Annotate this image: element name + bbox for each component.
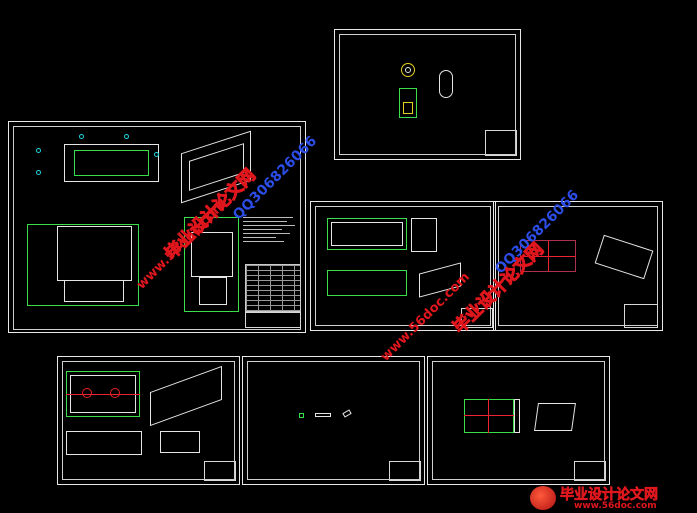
title-block [485, 130, 517, 156]
dimension-marker [124, 134, 129, 139]
dimension-marker [36, 148, 41, 153]
dimension-marker [79, 134, 84, 139]
assembly-front-view [27, 224, 139, 306]
assembly-top-view-inner [74, 150, 149, 176]
plate-centerline [464, 415, 514, 416]
assembly-side-view [184, 217, 239, 312]
part-front-view [327, 218, 407, 250]
plate-isometric-view [534, 403, 576, 431]
drawing-sheet-middle-right-plate[interactable] [493, 201, 663, 331]
sheet-frame [339, 34, 516, 155]
plate-side-view [514, 399, 520, 433]
title-block [245, 312, 301, 328]
brand-logo: 毕业设计论文网 www.56doc.com [530, 484, 696, 512]
drawing-sheet-top-right-part[interactable] [334, 29, 521, 160]
part-side-view [411, 218, 437, 252]
small-part-view [299, 413, 304, 418]
sheet-frame [13, 126, 301, 330]
drawing-sheet-main-assembly[interactable] [8, 121, 306, 333]
sheet-frame [247, 361, 420, 480]
assembly-side-view-body [191, 232, 233, 277]
brand-logo-url: www.56doc.com [574, 501, 657, 511]
parts-list-table [245, 264, 301, 312]
body-hole [82, 388, 92, 398]
sheet-frame [432, 361, 605, 480]
plate-centerline [548, 240, 549, 272]
drawing-sheet-middle-parts[interactable] [310, 201, 496, 331]
part-section-detail [403, 102, 413, 114]
assembly-front-view-body [57, 226, 132, 281]
title-block [624, 304, 658, 328]
sheet-frame [315, 206, 491, 326]
sheet-frame [498, 206, 658, 326]
title-block [574, 461, 606, 481]
title-block [204, 461, 236, 481]
technical-notes [243, 217, 298, 245]
body-hole [110, 388, 120, 398]
assembly-front-view-base [64, 280, 124, 302]
plate-centerline [488, 399, 489, 433]
part-section-view [399, 88, 417, 118]
part-isometric-view [439, 70, 453, 98]
drawing-sheet-bottom-right-plate[interactable] [427, 356, 610, 485]
dimension-marker [154, 152, 159, 157]
body-front-view [66, 431, 142, 455]
part-circle-inner [405, 67, 411, 73]
title-block [461, 308, 493, 328]
brand-logo-icon [530, 486, 556, 510]
assembly-top-view [64, 144, 159, 182]
drawing-sheet-bottom-left-body[interactable] [57, 356, 240, 485]
small-part-section [315, 413, 331, 417]
dimension-marker [36, 170, 41, 175]
part-circle-view [401, 63, 415, 77]
drawing-sheet-bottom-middle-small[interactable] [242, 356, 425, 485]
body-centerline [66, 394, 140, 395]
plate-front-view [464, 399, 514, 433]
brand-logo-text: 毕业设计论文网 [560, 487, 659, 504]
title-block [389, 461, 421, 481]
part-top-view [327, 270, 407, 296]
body-side-view [160, 431, 200, 453]
sheet-frame [62, 361, 235, 480]
part-front-view-body [331, 222, 403, 246]
assembly-side-view-base [199, 277, 227, 305]
